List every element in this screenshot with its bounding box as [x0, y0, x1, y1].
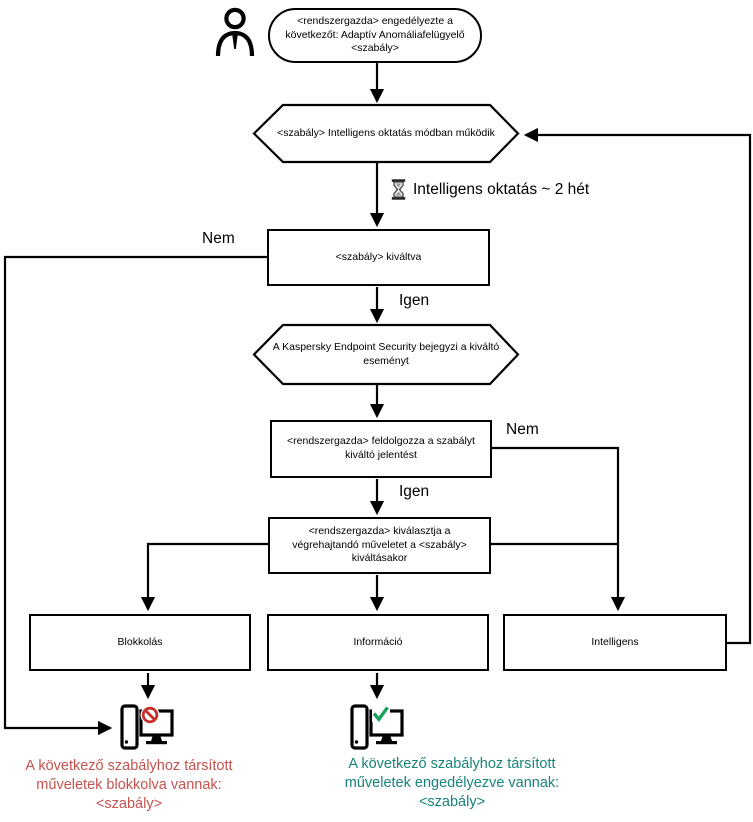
checkmark-icon [372, 706, 389, 723]
hourglass-icon [391, 179, 406, 200]
outcome-allowed-line1: A következő szabályhoz társított [348, 756, 556, 772]
hexagon-training-mode: <szabály> Intelligens oktatás módban műk… [258, 106, 514, 161]
hexagon-training-shape [252, 103, 520, 164]
box-report-processed-label: <rendszergazda> feldolgozza a szabályt k… [287, 435, 475, 461]
box-action-smart: Intelligens [503, 614, 727, 671]
outcome-allowed-text: A következő szabályhoz társított művelet… [332, 755, 572, 812]
edge-no-to-blocked-pc [3, 255, 267, 736]
person-icon [215, 7, 255, 57]
box-action-inform: Információ [267, 614, 489, 671]
training-duration: Intelligens oktatás ~ 2 hét [391, 179, 589, 200]
prohibition-icon [141, 706, 159, 724]
start-node-label: <rendszergazda> engedélyezte a következő… [285, 14, 465, 55]
edge-label-nem-1: Nem [202, 230, 235, 247]
box-action-selected: <rendszergazda> kiválasztja a végrehajta… [268, 517, 491, 574]
edge-label-igen-2: Igen [399, 483, 430, 500]
box-rule-triggered-label: <szabály> kiváltva [335, 250, 422, 263]
computer-prohibition-icon [119, 701, 175, 759]
hexagon-event-logged: A Kaspersky Endpoint Security bejegyzi a… [262, 326, 510, 383]
hexagon-logged-shape [252, 323, 520, 386]
training-duration-label: Intelligens oktatás ~ 2 hét [413, 180, 590, 198]
edge-label-igen-1: Igen [399, 292, 430, 309]
box-rule-triggered: <szabály> kiváltva [267, 229, 490, 286]
edge-smart-loop-to-training [523, 127, 752, 645]
box-action-block: Blokkolás [29, 614, 251, 671]
box-report-processed: <rendszergazda> feldolgozza a szabályt k… [270, 420, 492, 478]
outcome-blocked-line2: műveletek blokkolva vannak: [36, 777, 222, 793]
edge-select-to-block [140, 542, 268, 612]
edge-no-to-smart [492, 446, 626, 612]
box-action-smart-label: Intelligens [591, 635, 639, 648]
computer-checkmark-icon [349, 701, 405, 759]
box-action-inform-label: Információ [353, 635, 403, 648]
start-node: <rendszergazda> engedélyezte a következő… [268, 8, 482, 63]
outcome-allowed-line2: műveletek engedélyezve vannak: [344, 775, 560, 791]
outcome-blocked-line1: A következő szabályhoz társított [25, 758, 233, 774]
box-action-selected-label: <rendszergazda> kiválasztja a végrehajta… [292, 524, 467, 565]
edge-label-nem-2: Nem [506, 421, 539, 438]
box-action-block-label: Blokkolás [117, 635, 163, 648]
outcome-blocked-text: A következő szabályhoz társított művelet… [0, 757, 258, 814]
hexagon-event-logged-label: A Kaspersky Endpoint Security bejegyzi a… [272, 340, 500, 367]
hexagon-training-label: <szabály> Intelligens oktatás módban műk… [277, 126, 495, 139]
outcome-allowed-line3: <szabály> [418, 794, 486, 810]
outcome-blocked-line3: <szabály> [95, 796, 163, 812]
